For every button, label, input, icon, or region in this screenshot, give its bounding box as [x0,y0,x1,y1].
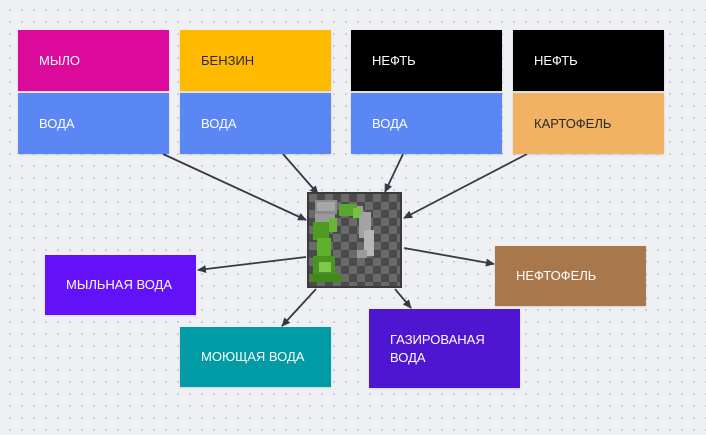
note-washing-water-label: МОЮЩАЯ ВОДА [201,349,305,364]
arrow-hub-to-soap-water[interactable] [197,256,307,274]
arrow-hub-to-oil-potato[interactable] [403,247,495,267]
note-water-3[interactable]: ВОДА [351,93,502,154]
arrow-oil-water-to-hub[interactable] [384,153,404,193]
note-oil-1[interactable]: НЕФТЬ [351,30,502,91]
note-sparkling-water-label: ГАЗИРОВАНАЯ ВОДА [390,331,485,365]
note-oil-1-label: НЕФТЬ [372,52,416,68]
note-washing-water[interactable]: МОЮЩАЯ ВОДА [180,327,331,387]
arrow-gasoline-water-to-hub[interactable] [282,153,319,195]
note-oil-2[interactable]: НЕФТЬ [513,30,664,91]
mixer-icon [311,200,374,282]
arrow-oil-potato-to-hub[interactable] [403,153,528,219]
note-potato-label: КАРТОФЕЛЬ [534,115,612,131]
note-water-2-label: ВОДА [201,115,237,131]
note-oil-2-label: НЕФТЬ [534,52,578,68]
note-soap-water-label: МЫЛЬНАЯ ВОДА [66,277,172,292]
note-water-1[interactable]: ВОДА [18,93,169,154]
note-water-3-label: ВОДА [372,115,408,131]
arrow-hub-to-washing-water[interactable] [281,288,317,327]
note-gasoline[interactable]: БЕНЗИН [180,30,331,91]
note-water-1-label: ВОДА [39,115,75,131]
note-soap[interactable]: МЫЛО [18,30,169,91]
mixer-image[interactable] [307,192,402,288]
note-soap-label: МЫЛО [39,52,80,68]
note-potato[interactable]: КАРТОФЕЛЬ [513,93,664,154]
note-sparkling-water[interactable]: ГАЗИРОВАНАЯ ВОДА [369,309,520,388]
note-soap-water[interactable]: МЫЛЬНАЯ ВОДА [45,255,196,315]
arrow-hub-to-sparkling-water[interactable] [394,288,412,309]
arrow-soap-water-to-hub[interactable] [162,153,307,221]
note-oil-potato[interactable]: НЕФТОФЕЛЬ [495,246,646,306]
note-water-2[interactable]: ВОДА [180,93,331,154]
note-gasoline-label: БЕНЗИН [201,52,255,68]
note-oil-potato-label: НЕФТОФЕЛЬ [516,268,597,283]
